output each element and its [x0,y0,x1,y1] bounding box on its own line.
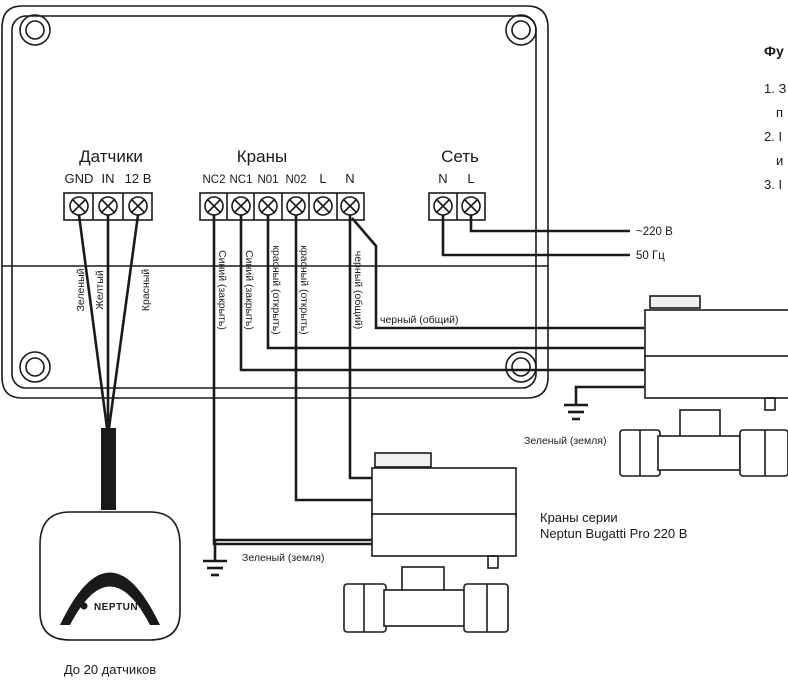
side-item: 1. З [764,81,786,96]
wire-label-n-right: черный (общий) [380,314,459,326]
side-item: и [776,153,783,168]
terminal-label-12v: 12 В [125,171,152,186]
terminal-label-n: N [345,171,354,186]
group-title-sensors: Датчики [79,147,143,166]
terminal-block-power [428,192,486,221]
sensor-logo: NEPTUN [94,602,138,613]
terminal-label-gnd: GND [65,171,94,186]
corner-screw-icon [25,357,45,377]
wire-label-no2: красный (открыть) [298,245,310,334]
group-title-power: Сеть [441,147,479,166]
corner-screw-icon [511,20,531,40]
terminal-block-valves [199,192,365,221]
sensor-cable [101,428,116,510]
valve-body-right [463,583,509,633]
sensor-wires [77,214,140,510]
side-heading: Фу [764,43,784,59]
side-notes: Фу 1. З п 2. I и 3. I [764,43,786,192]
wire-label-nc1: Синий (закрыть) [243,250,255,330]
valve-actuator-top [644,309,788,359]
terminal-label-in: IN [102,171,115,186]
valve-caption-line1: Краны серии [540,510,618,525]
valve-right [619,295,788,477]
valve-actuator-bottom [644,355,788,399]
valve-wires [212,215,644,546]
corner-screw-icon [19,351,51,383]
valve-latch [487,555,499,569]
terminal-label-nc2: NC2 [202,174,225,186]
valve-actuator-top [371,467,517,517]
valve-knob [649,295,701,309]
ground-bottom [203,538,372,577]
valve-caption-line2: Neptun Bugatti Pro 220 В [540,526,687,541]
sensor-arch [60,572,160,625]
leak-sensor: NEPTUN [39,511,181,641]
terminal-label-power-l: L [467,171,474,186]
corner-screw-icon [505,351,537,383]
ground-label-right: Зеленый (земля) [524,435,607,447]
side-item: 3. I [764,177,782,192]
wire-label-sensor-gnd: Зеленый [75,268,87,311]
valve-body-center [657,435,741,471]
corner-screw-icon [19,14,51,46]
ground-right [564,385,644,421]
valve-body-left [343,583,387,633]
valve-latch [764,397,776,411]
corner-screw-icon [25,20,45,40]
terminal-label-no1: N01 [257,174,278,186]
side-item: п [776,105,783,120]
wire-label-no1: красный (открыть) [270,245,282,334]
sensor-caption: До 20 датчиков [64,662,156,677]
wire-label-n: черный (общий) [352,251,364,330]
terminal-label-nc1: NC1 [229,174,252,186]
terminal-label-power-n: N [438,171,447,186]
corner-screw-icon [511,357,531,377]
valve-knob [374,452,432,468]
power-label-voltage: ~220 В [636,226,673,238]
valve-body-center [383,589,467,627]
power-label-frequency: 50 Гц [636,250,665,262]
screw-terminal-icon [313,196,333,216]
enclosure-inner-border [11,15,537,389]
side-item: 2. I [764,129,782,144]
corner-screw-icon [505,14,537,46]
valve-neck [679,409,721,439]
valve-bottom [343,452,517,633]
terminal-label-l: L [319,171,326,186]
neptun-logo-icon [80,602,88,610]
group-title-valves: Краны [237,147,287,166]
wire-label-sensor-12v: Красный [140,269,152,311]
wire-label-sensor-in: Желтый [94,270,106,310]
valve-actuator-bottom [371,513,517,557]
terminal-label-no2: N02 [285,174,306,186]
wire-label-nc2: Синий (закрыть) [216,250,228,330]
ground-label-bottom: Зеленый (земля) [242,552,325,564]
valve-body-right [739,429,788,477]
